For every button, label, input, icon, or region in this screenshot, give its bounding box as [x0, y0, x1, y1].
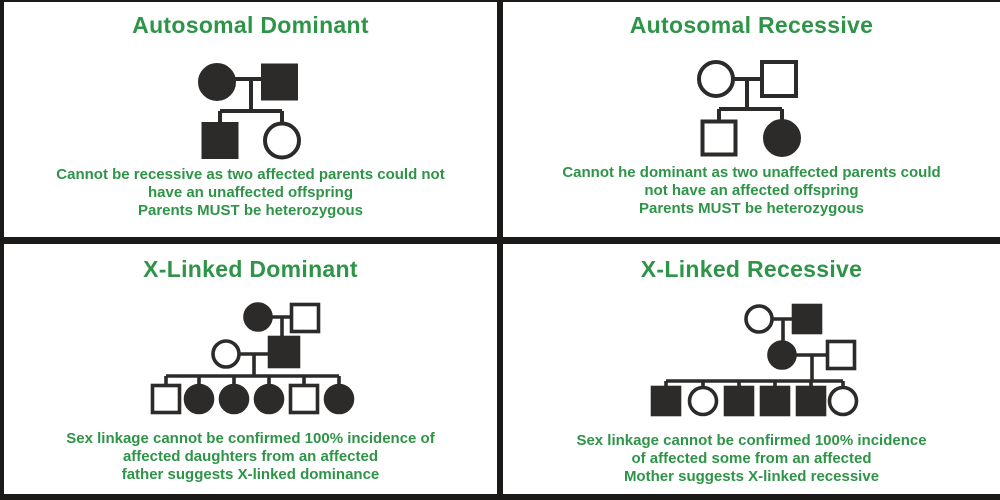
caption-line: father suggests X-linked dominance — [121, 466, 380, 484]
panel-title: X-Linked Dominant — [143, 256, 358, 282]
unaffected-female-daughter-node — [827, 386, 859, 417]
unaffected-male-son-node — [288, 384, 319, 415]
panel-caption: Cannot he dominant as two unaffected par… — [562, 164, 940, 218]
caption-line: Mother suggests X-linked recessive — [623, 468, 880, 486]
caption-line: Sex linkage cannot be confirmed 100% inc… — [576, 432, 927, 450]
unaffected-female-daughter-node — [687, 386, 719, 417]
panel-title: Autosomal Dominant — [132, 12, 369, 38]
caption-line: Cannot he dominant as two unaffected par… — [562, 164, 941, 182]
pedigree-diagram — [188, 54, 313, 160]
unaffected-male-father-node — [760, 60, 798, 99]
caption-line: affected daughters from an affected — [122, 448, 379, 466]
panel-title: X-Linked Recessive — [640, 256, 863, 282]
caption-line: Parents MUST be heterozygous — [638, 200, 865, 218]
unaffected-female-mother-node — [697, 60, 735, 99]
unaffected-female-grandmother-node — [744, 304, 774, 335]
affected-male-son-node — [723, 386, 755, 417]
unaffected-male-son-node — [150, 384, 181, 415]
affected-male-son-node — [759, 386, 791, 417]
unaffected-female-mother-node — [210, 339, 241, 370]
caption-line: Parents MUST be heterozygous — [137, 202, 364, 220]
panel-caption: Sex linkage cannot be confirmed 100% inc… — [66, 430, 434, 484]
affected-male-father-node — [267, 336, 300, 369]
affected-female-daughter-node — [323, 384, 354, 415]
caption-line: Cannot be recessive as two affected pare… — [56, 166, 445, 184]
affected-male-son-node — [201, 122, 239, 160]
affected-female-daughter-node — [763, 119, 801, 158]
unaffected-male-father-node — [825, 340, 857, 371]
caption-line: not have an affected offspring — [644, 182, 859, 200]
unaffected-male-grandfather-node — [289, 303, 320, 334]
affected-male-grandfather-node — [791, 304, 823, 335]
affected-female-grandmother-node — [242, 302, 273, 333]
caption-line: Sex linkage cannot be confirmed 100% inc… — [66, 430, 435, 448]
affected-female-daughter-node — [253, 384, 284, 415]
affected-female-daughter-node — [218, 384, 249, 415]
panel-x-linked-dominant: X-Linked Dominant Sex linkage cannot be … — [4, 244, 503, 494]
pedigree-diagram — [644, 300, 859, 418]
affected-male-father-node — [261, 63, 298, 101]
panel-autosomal-recessive: Autosomal Recessive Cannot he dominant a… — [503, 2, 1000, 244]
unaffected-male-son-node — [700, 119, 738, 157]
panel-caption: Cannot be recessive as two affected pare… — [56, 166, 444, 220]
pedigree-diagram — [689, 54, 814, 158]
affected-female-mother-node — [767, 340, 797, 371]
unaffected-female-daughter-node — [263, 121, 301, 160]
caption-line: have an unaffected offspring — [147, 184, 354, 202]
pedigree-diagram — [146, 300, 356, 416]
caption-line: of affected some from an affected — [631, 450, 872, 468]
affected-female-mother-node — [198, 63, 236, 102]
panel-caption: Sex linkage cannot be confirmed 100% inc… — [576, 432, 926, 486]
affected-male-son-node — [795, 386, 827, 417]
affected-male-son-node — [650, 386, 682, 417]
panel-autosomal-dominant: Autosomal Dominant Cannot be recessive a… — [4, 2, 503, 244]
panel-x-linked-recessive: X-Linked Recessive Sex linkage cannot be… — [503, 244, 1000, 494]
panel-title: Autosomal Recessive — [629, 12, 874, 38]
affected-female-daughter-node — [183, 384, 214, 415]
